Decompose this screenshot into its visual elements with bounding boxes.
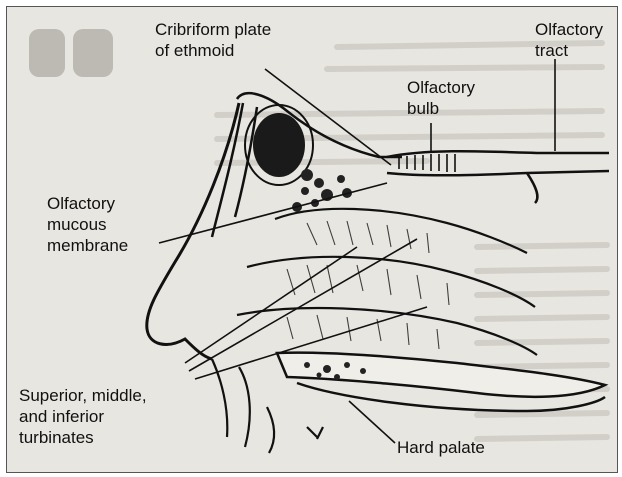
label-mucous-line-3: membrane <box>47 235 128 256</box>
mucosa-shading <box>287 221 449 349</box>
turbinates <box>237 209 537 355</box>
label-cribriform-line-1: Cribriform plate <box>155 19 271 40</box>
label-cribriform-line-2: of ethmoid <box>155 40 271 61</box>
label-bulb-line-2: bulb <box>407 98 475 119</box>
label-turbinates: Superior, middle, and inferior turbinate… <box>19 385 147 448</box>
label-turbinates-line-2: and inferior <box>19 406 147 427</box>
label-olfactory-bulb: Olfactory bulb <box>407 77 475 119</box>
label-bulb-line-1: Olfactory <box>407 77 475 98</box>
label-hard-palate-line-1: Hard palate <box>397 437 485 458</box>
background-dark-glyphs <box>29 29 113 77</box>
label-tract-line-1: Olfactory <box>535 19 603 40</box>
label-olfactory-mucous-membrane: Olfactory mucous membrane <box>47 193 128 256</box>
label-turbinates-line-1: Superior, middle, <box>19 385 147 406</box>
label-olfactory-tract: Olfactory tract <box>535 19 603 61</box>
hard-palate <box>277 353 605 411</box>
label-mucous-line-1: Olfactory <box>47 193 128 214</box>
label-tract-line-2: tract <box>535 40 603 61</box>
label-mucous-line-2: mucous <box>47 214 128 235</box>
olfactory-anatomy-figure: Cribriform plate of ethmoid Olfactory tr… <box>6 6 618 473</box>
label-cribriform-plate: Cribriform plate of ethmoid <box>155 19 271 61</box>
label-turbinates-line-3: turbinates <box>19 427 147 448</box>
label-hard-palate: Hard palate <box>397 437 485 458</box>
